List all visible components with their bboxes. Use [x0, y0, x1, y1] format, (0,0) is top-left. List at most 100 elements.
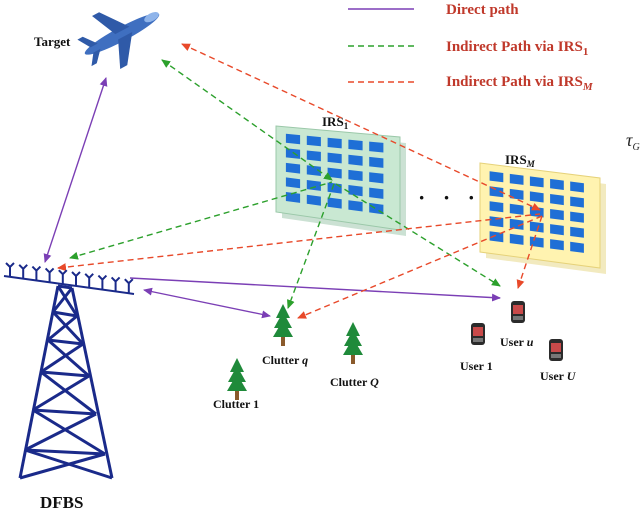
irs-m-label: IRSM — [505, 152, 536, 169]
antenna-element — [97, 274, 108, 290]
antenna-array — [3, 262, 135, 295]
legend-direct-label: Direct path — [446, 2, 519, 18]
legend-irsm-main: Indirect Path via IRS — [446, 74, 583, 90]
irsm-path-user — [516, 215, 543, 289]
legend-irsm-sub: M — [582, 81, 594, 93]
irs-1-element — [285, 148, 301, 159]
irs-1-element — [348, 154, 363, 166]
irs-1-element — [369, 172, 384, 184]
irs-m-element — [489, 171, 504, 183]
legend-irsm-label: Indirect Path via IRSM — [446, 74, 594, 93]
antenna-element — [5, 262, 15, 277]
legend-irs1-sub: 1 — [583, 46, 589, 58]
irs-1-element — [306, 150, 321, 162]
tree-icon — [343, 322, 363, 364]
clutter-q-em: q — [302, 353, 308, 367]
irs-1-element — [348, 200, 363, 212]
irs-m-element — [509, 218, 524, 230]
ellipsis-dots: · · · — [418, 185, 481, 210]
irs1-path-dfbs — [69, 181, 333, 260]
irs-m-label-sub: M — [526, 159, 536, 169]
user-u-label: User u — [500, 335, 534, 349]
tower-icon — [18, 284, 114, 480]
irs-m-element — [489, 216, 504, 228]
irs-1-element — [369, 187, 384, 199]
irs-m-element — [570, 241, 584, 253]
irs-1-element — [285, 133, 301, 145]
target-label: Target — [34, 34, 71, 49]
tau-main: τ — [626, 130, 633, 150]
irs-1-element — [285, 162, 301, 174]
signal-paths — [43, 43, 543, 319]
irs-m-element — [509, 233, 524, 245]
tau-sub: G — [632, 142, 639, 153]
irs-1-element — [327, 182, 342, 194]
airplane-icon — [77, 11, 160, 69]
legend-irs1-main: Indirect Path via IRS — [446, 39, 583, 55]
irs-m-element — [550, 224, 564, 236]
irs-1-element — [348, 185, 363, 197]
user-U-main: User — [540, 369, 567, 383]
irs-m-element — [509, 188, 524, 200]
clutter-Q-main: Clutter — [330, 375, 370, 389]
user-devices — [471, 301, 563, 361]
antenna-bar — [3, 275, 135, 295]
user-U-label: User U — [540, 369, 577, 383]
irs-m-element — [550, 194, 564, 206]
irs-1-label-sub: 1 — [344, 121, 349, 131]
antenna-element — [58, 269, 68, 285]
irs-m-element — [550, 178, 564, 190]
irs-1-element — [348, 139, 363, 151]
irs-m-element — [529, 221, 544, 233]
irs-m-element — [570, 181, 584, 193]
irsm-path-target — [181, 43, 541, 211]
antenna-element — [124, 278, 134, 294]
antenna-element — [18, 264, 28, 279]
antenna-element — [44, 267, 55, 283]
irs-1-element — [327, 152, 342, 164]
irs-1-label: IRS1 — [322, 114, 349, 131]
user-u-em: u — [527, 335, 534, 349]
irs-1-element — [369, 156, 384, 168]
antenna-element — [110, 276, 121, 292]
irs-m-element — [529, 236, 544, 248]
antenna-element — [31, 265, 42, 281]
irs-m-element — [529, 176, 544, 188]
clutter-Q-label: Clutter Q — [330, 375, 379, 389]
direct-path-clutter — [143, 287, 271, 319]
irs-1-element — [327, 137, 342, 149]
user-U-em: U — [567, 369, 577, 383]
irs-m-element — [570, 196, 584, 208]
irs-m-element — [550, 209, 564, 221]
clutter-q-label: Clutter q — [262, 353, 308, 367]
irs-m-label-main: IRS — [505, 152, 527, 167]
irs-1-element — [369, 141, 384, 153]
antenna-elements — [5, 262, 134, 294]
irs-m-element — [529, 191, 544, 203]
clutter-trees — [227, 304, 363, 400]
antenna-element — [84, 273, 94, 288]
irs-m-element — [509, 173, 524, 185]
irs-m-element — [550, 239, 564, 251]
phone-icon — [549, 339, 563, 361]
irs-m-element — [489, 201, 504, 213]
irs-1-element — [306, 180, 321, 191]
dfbs-label: DFBS — [40, 493, 83, 512]
legend-irs1-label: Indirect Path via IRS1 — [446, 39, 588, 58]
irs-1-panel — [275, 125, 406, 236]
irs-m-element — [570, 211, 584, 223]
legend: Direct path Indirect Path via IRS1 Indir… — [348, 2, 594, 93]
clutter-q-main: Clutter — [262, 353, 302, 367]
irs-1-element — [327, 167, 342, 179]
tree-icon — [273, 304, 293, 346]
tau-symbol: τG — [626, 130, 640, 153]
irs-1-element — [327, 197, 342, 209]
user-1-label: User 1 — [460, 359, 493, 373]
tree-icon — [227, 358, 247, 400]
irsm-path-dfbs — [57, 213, 541, 272]
antenna-element — [71, 271, 81, 286]
irs-m-element — [509, 203, 524, 215]
irs-1-element — [285, 177, 301, 189]
